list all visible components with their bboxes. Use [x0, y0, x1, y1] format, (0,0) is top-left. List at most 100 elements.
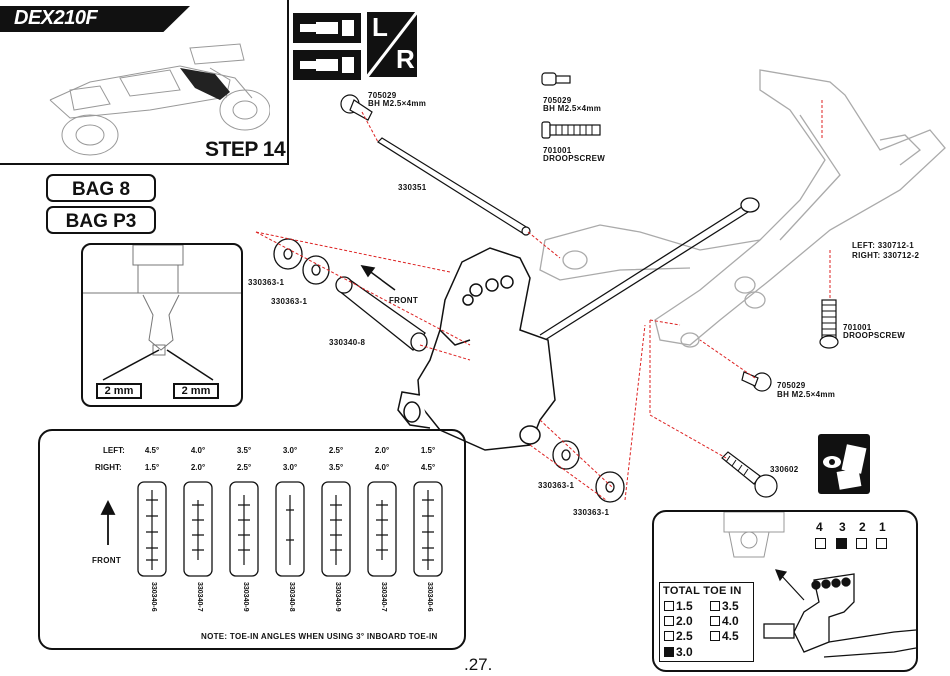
side-divider: [367, 12, 417, 77]
toe-option-value: 3.0: [676, 645, 693, 659]
shim-code-b: 330363-1: [271, 297, 308, 306]
toe-right-value: 3.0°: [282, 463, 298, 472]
shim-code-a: 330363-1: [248, 278, 285, 287]
shim-code-c: 330363-1: [538, 481, 575, 490]
bag-label-2: BAG P3: [46, 206, 156, 234]
toe-option-value: 1.5: [676, 599, 693, 613]
toe-position-number: 1: [879, 520, 886, 534]
toe-checkbox: [664, 616, 674, 626]
toe-checkbox: [710, 616, 720, 626]
toe-option-value: 4.5: [722, 629, 739, 643]
toe-checkbox: [664, 601, 674, 611]
toe-right-value: 2.0°: [190, 463, 206, 472]
eye-icon: [823, 444, 867, 490]
gauge-left-value: 2 mm: [104, 385, 134, 397]
toe-right-value: 4.0°: [374, 463, 390, 472]
tool-icons: [293, 13, 361, 80]
toe-option: 2.0: [664, 614, 693, 628]
toe-front-label: FRONT: [92, 556, 122, 565]
toe-option-value: 2.0: [676, 614, 693, 628]
total-toe-options-box: [659, 582, 754, 662]
model-title: DEX210F: [14, 7, 98, 29]
side-right-letter: R: [396, 44, 415, 74]
model-banner: [0, 6, 190, 32]
screw-desc-top-right: BH M2.5×4mm: [543, 104, 602, 113]
screw-desc-lower-right: BH M2.5×4mm: [777, 390, 836, 399]
toe-right-label: RIGHT:: [95, 463, 122, 472]
gauge-right-value: 2 mm: [181, 385, 211, 397]
toe-position-box-selected: [836, 538, 847, 549]
toe-option: 1.5: [664, 599, 693, 613]
toe-option: 2.5: [664, 629, 693, 643]
toe-insert-code: 330340-6: [150, 582, 157, 612]
toe-option-value: 4.0: [722, 614, 739, 628]
toe-insert-code: 330340-8: [288, 582, 295, 612]
toe-left-label: LEFT:: [103, 446, 125, 455]
gauge-inset-panel: [81, 243, 243, 407]
step-title: STEP 14: [205, 138, 286, 161]
toe-left-value: 2.0°: [374, 446, 390, 455]
toe-option-checked: 3.0: [664, 645, 693, 659]
toe-note: NOTE: TOE-IN ANGLES WHEN USING 3° INBOAR…: [201, 632, 438, 641]
toe-option: 4.5: [710, 629, 739, 643]
toe-position-box: [856, 538, 867, 549]
shim-code-d: 330363-1: [573, 508, 610, 517]
toe-position-box: [815, 538, 826, 549]
toe-checkbox: [710, 631, 720, 641]
toe-position-box: [876, 538, 887, 549]
arm-left-code: LEFT: 330712-1: [852, 241, 915, 250]
screw-code-lower-right: 705029: [777, 381, 806, 390]
toe-insert-code: 330340-7: [196, 582, 203, 612]
toe-option: 4.0: [710, 614, 739, 628]
gauge-inset-illustration: [83, 245, 241, 381]
toe-left-value: 3.5°: [236, 446, 252, 455]
insert-code: 330340-8: [329, 338, 366, 347]
toe-option-value: 2.5: [676, 629, 693, 643]
droopscrew-desc-right: DROOPSCREW: [843, 331, 906, 340]
total-toe-title: TOTAL TOE IN: [663, 585, 742, 597]
gauge-box-right: 2 mm: [173, 383, 219, 399]
buggy-illustration: [49, 43, 270, 156]
screw-code-top-right: 705029: [543, 96, 572, 105]
screw-code-top-left: 705029: [368, 91, 397, 100]
toe-insert-code: 330340-9: [334, 582, 341, 612]
arm-right-code: RIGHT: 330712-2: [852, 251, 920, 260]
toe-left-value: 1.5°: [420, 446, 436, 455]
front-direction-label: FRONT: [389, 296, 419, 305]
toe-checkbox: [710, 601, 720, 611]
toe-checkbox-checked: [664, 647, 674, 657]
droopscrew-code-right: 701001: [843, 323, 872, 332]
droopscrew-code-top: 701001: [543, 146, 572, 155]
toe-insert-code: 330340-9: [242, 582, 249, 612]
total-toe-illustration: [723, 512, 916, 658]
toe-position-number: 2: [859, 520, 866, 534]
toe-right-value: 2.5°: [236, 463, 252, 472]
step-header-box: DEX210F STEP 14: [0, 0, 289, 165]
toe-left-value: 4.5°: [144, 446, 160, 455]
gauge-box-left: 2 mm: [96, 383, 142, 399]
bag-label-1: BAG 8: [46, 174, 156, 202]
toe-right-value: 1.5°: [144, 463, 160, 472]
total-toe-panel: [652, 510, 918, 672]
toe-in-table-panel: [38, 429, 466, 650]
toe-checkbox: [664, 631, 674, 641]
toe-left-value: 4.0°: [190, 446, 206, 455]
toe-insert-code: 330340-6: [426, 582, 433, 612]
droopscrew-desc-top: DROOPSCREW: [543, 154, 606, 163]
toe-position-number: 4: [816, 520, 823, 534]
toe-left-value: 2.5°: [328, 446, 344, 455]
toe-option: 3.5: [710, 599, 739, 613]
toe-position-number: 3: [839, 520, 846, 534]
toe-right-value: 3.5°: [328, 463, 344, 472]
toe-right-value: 4.5°: [420, 463, 436, 472]
toe-left-value: 3.0°: [282, 446, 298, 455]
screw-desc-top-left: BH M2.5×4mm: [368, 99, 427, 108]
toe-option-value: 3.5: [722, 599, 739, 613]
bolt-code: 330602: [770, 465, 799, 474]
page-number: .27.: [464, 655, 493, 674]
side-left-letter: L: [372, 12, 388, 42]
hinge-pin-code: 330351: [398, 183, 427, 192]
toe-insert-code: 330340-7: [380, 582, 387, 612]
